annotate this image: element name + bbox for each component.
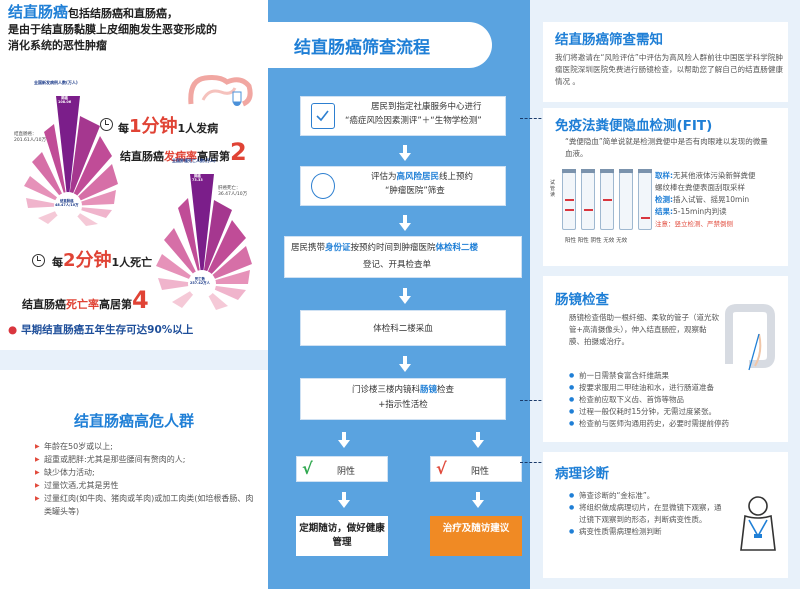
incidence-rank: 结直肠癌发病率高居第2 <box>120 138 247 166</box>
flow-step-4: 体检科二楼采血 <box>300 310 506 346</box>
mortality-rank: 结直肠癌死亡率高居第4 <box>22 286 149 314</box>
fit-intro: “粪便隐血”简单说就是检测粪便中是否有肉眼难以发现的微量血液。 <box>565 137 768 158</box>
screening-flow-panel: 结直肠癌筛查流程 居民到指定社康服务中心进行 “癌症风险因素测评”＋“生物学检测… <box>268 0 530 589</box>
intro-text: 结直肠癌包括结肠癌和直肠癌， 是由于结直肠黏膜上皮细胞发生恶变形成的 消化系统的… <box>8 3 217 52</box>
list-item: 超重或肥胖:尤其是那些腰间有赘肉的人; <box>35 453 260 466</box>
chart2-svg <box>156 174 252 310</box>
incidence-per-minute: 每1分钟1人发病 <box>118 116 219 137</box>
tube-side-label: 试管读 <box>550 180 556 198</box>
mortality-per-minute: 每2分钟1人死亡 <box>52 250 153 271</box>
high-risk-title: 结直肠癌高危人群 <box>73 412 194 430</box>
flow-step-3: 居民携带身份证按预约时间到肿瘤医院体检科二楼 登记、开具检查单 <box>284 236 522 278</box>
negative-followup: 定期随访，做好健康管理 <box>296 516 388 556</box>
arrow-down-icon <box>472 432 484 448</box>
list-item: 筛查诊断的“金标准”。 <box>569 490 727 502</box>
colon-illustration <box>725 304 775 371</box>
chart1-center-label: 结直肠癌 <box>59 199 74 203</box>
high-risk-list: 年龄在50岁或以上; 超重或肥胖:尤其是那些腰间有赘肉的人; 缺少体力活动; 过… <box>35 440 260 518</box>
positive-followup: 治疗及随访建议 <box>430 516 522 556</box>
arrow-down-icon <box>472 492 484 508</box>
bullet-icon: ● <box>8 324 18 336</box>
chart2-title: 全国肿瘤死亡人数(万人) <box>172 158 216 163</box>
chart1-title: 全国新发病例人数(万人) <box>34 80 78 85</box>
intro-title: 结直肠癌 <box>8 3 69 21</box>
chart2-center-label: 死亡数 <box>194 277 206 281</box>
pathology-title: 病理诊断 <box>555 466 609 482</box>
arrow-down-icon <box>399 215 411 231</box>
fit-steps: 取样:无其他液体污染新鲜粪便 螺纹棒在粪便表面刮取采样 检测:插入试管、摇晃10… <box>655 171 756 228</box>
chart2-side-note: 肝癌死亡： 36.47人/10万 <box>218 186 248 197</box>
mortality-rose-chart: 全国肿瘤死亡人数(万人) 肺癌 73.33 死亡数 257.42万人 <box>142 158 262 318</box>
arrow-down-icon <box>399 288 411 304</box>
checkmark-icon: √ <box>302 459 313 478</box>
positive-result: √ 阳性 <box>430 456 522 482</box>
flow-title: 结直肠癌筛查流程 <box>294 38 430 58</box>
flow-title-tab <box>268 22 492 68</box>
list-item: 检查前与医师沟通用药史，必要时需提前停药 <box>569 418 783 430</box>
chart1-side-note: 结直肠癌： 201.61人/10万 <box>14 132 46 143</box>
test-tube <box>619 169 633 230</box>
screening-notice-panel: 结直肠癌筛查需知 我们将邀请在“风险评估”中评估为高风险人群前往中国医学科学院肿… <box>543 22 788 102</box>
incidence-panel: 结直肠癌包括结肠癌和直肠癌， 是由于结直肠黏膜上皮细胞发生恶变形成的 消化系统的… <box>0 0 268 350</box>
chart2-top-label: 肺癌 <box>193 174 201 178</box>
list-item: 检查前应取下义齿、首饰等物品 <box>569 394 783 406</box>
colonoscopy-panel: 肠镜检查 肠镜检查借助一根纤细、柔软的管子（道光软管+高清摄像头），伸入结直肠腔… <box>543 276 788 442</box>
high-risk-panel: 结直肠癌高危人群 年龄在50岁或以上; 超重或肥胖:尤其是那些腰间有赘肉的人; … <box>0 370 268 589</box>
chart1-top-value: 108.06 <box>58 100 72 104</box>
flow-step-5: 门诊楼三楼内镜科肠镜检查 +指示性活检 <box>300 378 506 420</box>
chart1-center-value: 48.47人/10万 <box>55 203 79 207</box>
colonoscopy-title: 肠镜检查 <box>555 292 609 308</box>
list-item: 将组织做成病理切片，在显微镜下观察，通过镜下观察到的形态，判断病变性质。 <box>569 502 727 526</box>
chart2-top-value: 73.33 <box>192 178 203 182</box>
flow-step-2: 评估为高风险居民线上预约 “肿瘤医院”筛查 <box>300 166 506 206</box>
checkmark-icon: √ <box>436 459 447 478</box>
list-item: 过程一般仅耗时15分钟，无需过度紧张。 <box>569 406 783 418</box>
notice-title: 结直肠癌筛查需知 <box>555 32 663 48</box>
pathology-list: 筛查诊断的“金标准”。 将组织做成病理切片，在显微镜下观察，通过镜下观察到的形态… <box>569 490 727 538</box>
colonoscopy-text: 肠镜检查借助一根纤细、柔软的管子（道光软管+高清摄像头），伸入结直肠腔，观察黏膜… <box>569 313 719 346</box>
clock-icon <box>100 118 113 131</box>
connector-line <box>520 462 546 463</box>
test-tube <box>581 169 595 230</box>
arrow-down-icon <box>338 492 350 508</box>
arrow-down-icon <box>338 432 350 448</box>
chart1-svg <box>24 96 118 226</box>
list-item: 病变性质需病理检测判断 <box>569 526 727 538</box>
negative-result: √ 阴性 <box>296 456 388 482</box>
list-item: 过量饮酒,尤其是男性 <box>35 479 260 492</box>
test-tube <box>638 169 652 230</box>
survival-note: ●早期结直肠癌五年生存可达90%以上 <box>8 324 194 336</box>
clock-icon <box>32 254 45 267</box>
chart1-top-label: 肺癌 <box>61 96 68 100</box>
arrow-down-icon <box>399 356 411 372</box>
arrow-down-icon <box>399 145 411 161</box>
connector-line <box>520 118 546 119</box>
colonoscopy-tips: 前一日需禁食富含纤维蔬果 按要求服用二甲硅油和水，进行肠道准备 检查前应取下义齿… <box>569 370 783 430</box>
list-item: 过量红肉(如牛肉、猪肉或羊肉)或加工肉类(如培根香肠、肉类罐头等) <box>35 492 260 518</box>
test-tube <box>562 169 576 230</box>
list-item: 前一日需禁食富含纤维蔬果 <box>569 370 783 382</box>
tube-labels: 阳性 阳性 阴性 无效 无效 <box>565 238 628 244</box>
fit-title: 免疫法粪便隐血检测(FIT) <box>555 118 713 134</box>
pathology-panel: 病理诊断 筛查诊断的“金标准”。 将组织做成病理切片，在显微镜下观察，通过镜下观… <box>543 452 788 578</box>
incidence-rose-chart: 全国新发病例人数(万人) 肺癌 108.06 结直肠癌 48.47人/10万 <box>8 80 128 230</box>
test-tube <box>600 169 614 230</box>
connector-line <box>520 400 546 401</box>
flow-step-1: 居民到指定社康服务中心进行 “癌症风险因素测评”＋“生物学检测” <box>300 96 506 136</box>
list-item: 按要求服用二甲硅油和水，进行肠道准备 <box>569 382 783 394</box>
list-item: 缺少体力活动; <box>35 466 260 479</box>
doctor-microscope-icon <box>740 496 776 551</box>
chart2-center-value: 257.42万人 <box>190 281 210 285</box>
doctor-icon <box>311 173 335 199</box>
intestine-illustration <box>188 75 253 107</box>
notice-text: 我们将邀请在“风险评估”中评估为高风险人群前往中国医学科学院肿瘤医院深圳医院免费… <box>555 53 783 86</box>
list-item: 年龄在50岁或以上; <box>35 440 260 453</box>
clipboard-icon <box>311 103 335 129</box>
